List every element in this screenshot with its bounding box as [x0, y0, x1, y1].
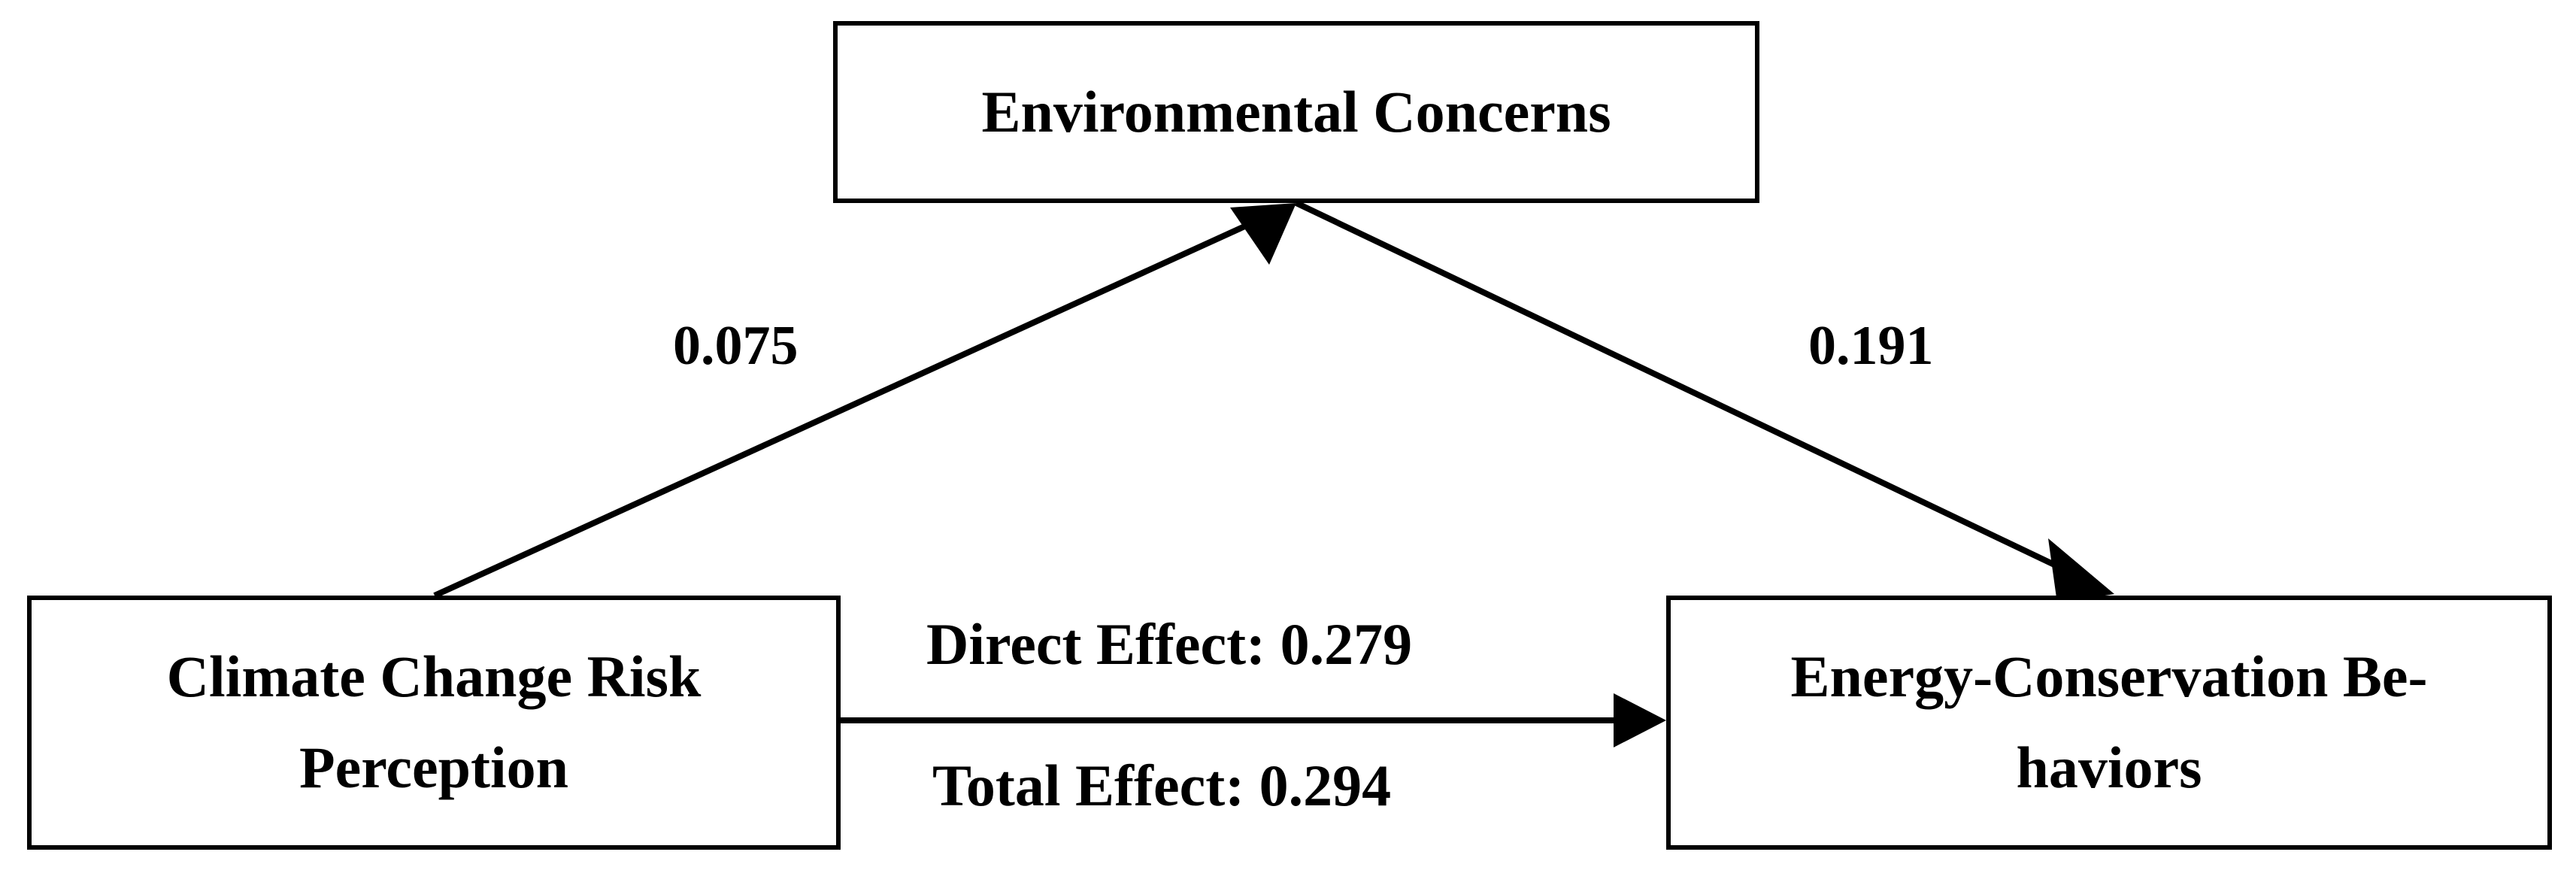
node-energy-conservation-behaviors-label-line2: haviors	[2016, 735, 2202, 800]
node-environmental-concerns-label: Environmental Concerns	[981, 79, 1611, 144]
node-climate-change-risk-perception-label-line1: Climate Change Risk	[166, 644, 702, 710]
node-energy-conservation-behaviors-label-line1: Energy-Conservation Be-	[1790, 644, 2428, 710]
node-climate-change-risk-perception-label-line2: Perception	[299, 735, 569, 800]
node-climate-change-risk-perception: Climate Change Risk Perception	[27, 596, 841, 850]
edge-label-direct-effect: Direct Effect: 0.279	[926, 611, 1413, 677]
node-environmental-concerns: Environmental Concerns	[833, 21, 1759, 203]
arrow-ccrp-to-energy-conservation-behaviors-direct	[841, 693, 1666, 747]
edge-label-total-effect: Total Effect: 0.294	[932, 753, 1392, 818]
arrow-environmental-concerns-to-energy-conservation-behaviors	[1295, 200, 2114, 603]
edge-label-environmental-concerns-to-energy-conservation-behaviors: 0.191	[1808, 315, 1934, 377]
edge-label-ccrp-to-environmental-concerns: 0.075	[673, 315, 799, 377]
node-energy-conservation-behaviors: Energy-Conservation Be- haviors	[1666, 596, 2552, 850]
arrow-ccrp-to-environmental-concerns	[433, 203, 1296, 599]
